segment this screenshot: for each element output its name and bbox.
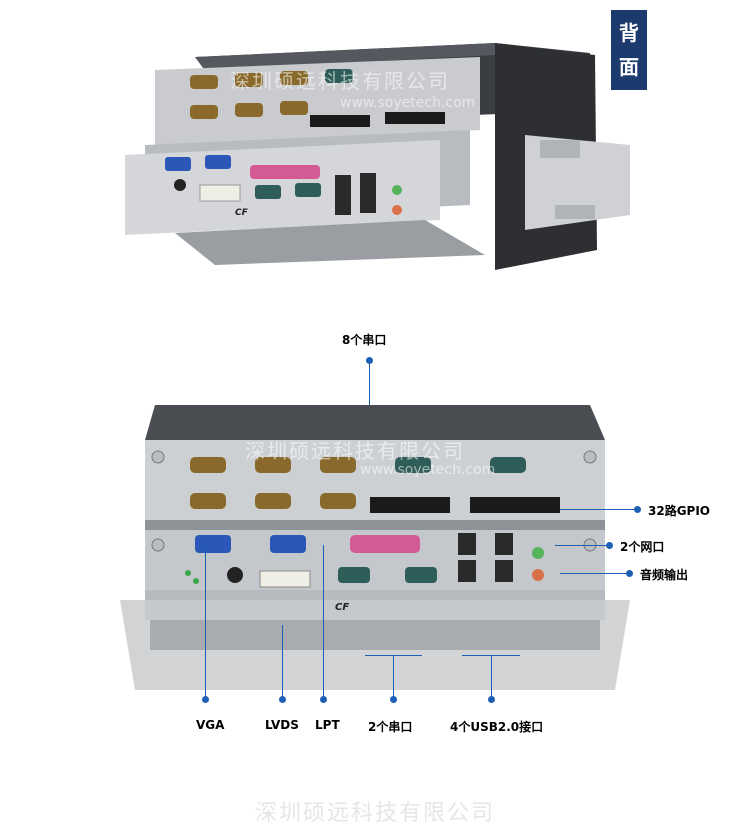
callout-line-com bbox=[393, 655, 394, 698]
label-usb: 4个USB2.0接口 bbox=[450, 720, 544, 734]
callout-line-lpt bbox=[323, 545, 324, 698]
callout-line-vga bbox=[205, 543, 206, 698]
callout-line-lan bbox=[555, 545, 610, 546]
label-audio: 音频输出 bbox=[640, 568, 689, 582]
callout-dot-gpio bbox=[634, 506, 641, 513]
callout-dot-lan bbox=[606, 542, 613, 549]
callout-line-audio bbox=[560, 573, 630, 574]
callout-dot-lvds bbox=[279, 696, 286, 703]
watermark-company-2: 深圳硕远科技有限公司 bbox=[245, 439, 465, 463]
label-vga: VGA bbox=[196, 718, 225, 732]
callout-line-top bbox=[369, 360, 370, 438]
section-badge: 背 面 bbox=[611, 10, 647, 90]
label-gpio: 32路GPIO bbox=[648, 504, 711, 518]
callout-dot-com bbox=[390, 696, 397, 703]
watermark-site-2: www.soyetech.com bbox=[360, 462, 496, 478]
product-photo-rear: CF bbox=[120, 405, 630, 690]
callout-line-gpio bbox=[560, 509, 640, 510]
callout-line-lvds bbox=[282, 625, 283, 698]
watermark-site-1: www.soyetech.com bbox=[340, 95, 476, 111]
badge-char-2: 面 bbox=[619, 55, 639, 79]
label-lvds: LVDS bbox=[265, 718, 299, 732]
svg-text:CF: CF bbox=[235, 208, 249, 218]
watermark-company-1: 深圳硕远科技有限公司 bbox=[230, 69, 450, 93]
badge-char-1: 背 bbox=[619, 21, 639, 45]
callout-dot-audio bbox=[626, 570, 633, 577]
callout-dot-usb bbox=[488, 696, 495, 703]
label-lpt: LPT bbox=[315, 718, 340, 732]
callout-dot-lpt bbox=[320, 696, 327, 703]
label-8-serial: 8个串口 bbox=[342, 333, 387, 347]
svg-text:CF: CF bbox=[335, 602, 349, 613]
label-2-serial: 2个串口 bbox=[368, 720, 413, 734]
callout-line-usb bbox=[491, 655, 492, 698]
footer-watermark: 深圳硕远科技有限公司 bbox=[255, 801, 496, 826]
product-photo-angled: CF bbox=[125, 43, 630, 270]
label-lan: 2个网口 bbox=[620, 540, 665, 554]
callout-dot-vga bbox=[202, 696, 209, 703]
